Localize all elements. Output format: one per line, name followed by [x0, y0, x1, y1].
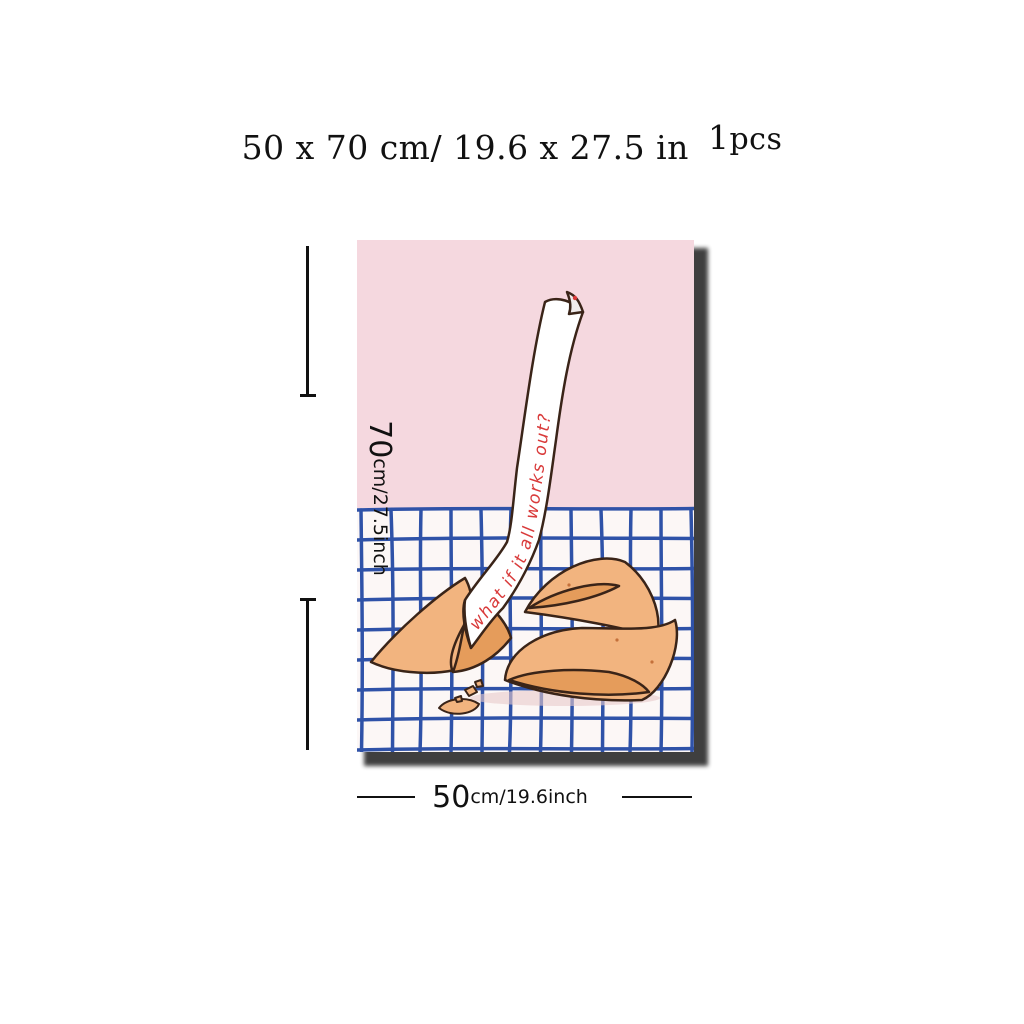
width-unit: cm/19.6inch — [470, 786, 588, 808]
height-unit: cm/27.5inch — [369, 458, 391, 576]
height-dimension-line-bottom — [306, 598, 309, 750]
height-dimension-tick-top — [300, 394, 316, 397]
right-fortune-cookie — [503, 557, 679, 702]
grid-line-vertical — [689, 508, 694, 752]
fortune-paper-strip — [462, 290, 585, 650]
width-dimension-line-right — [622, 796, 692, 798]
product-size-title: 50 x 70 cm/ 19.6 x 27.5 in 1pcs — [0, 118, 1024, 167]
grid-line-horizontal — [357, 716, 694, 722]
cookie-crumbs — [438, 679, 484, 715]
quantity-unit: pcs — [729, 122, 783, 157]
strip-dot — [572, 295, 578, 301]
height-number: 70 — [362, 420, 398, 459]
width-number: 50 — [432, 779, 471, 815]
grid-line-horizontal — [357, 746, 694, 752]
quantity-number: 1 — [707, 118, 730, 157]
height-dimension-line-top — [306, 246, 309, 394]
size-text: 50 x 70 cm/ 19.6 x 27.5 in — [241, 128, 689, 167]
width-dimension-line-left — [357, 796, 415, 798]
poster-canvas: what if it all works out? — [357, 240, 694, 752]
grid-line-vertical — [538, 508, 544, 752]
quantity-label: 1pcs — [708, 118, 782, 157]
height-dimension-tick-bottom — [300, 598, 316, 601]
poster-illustration: what if it all works out? — [357, 240, 694, 752]
